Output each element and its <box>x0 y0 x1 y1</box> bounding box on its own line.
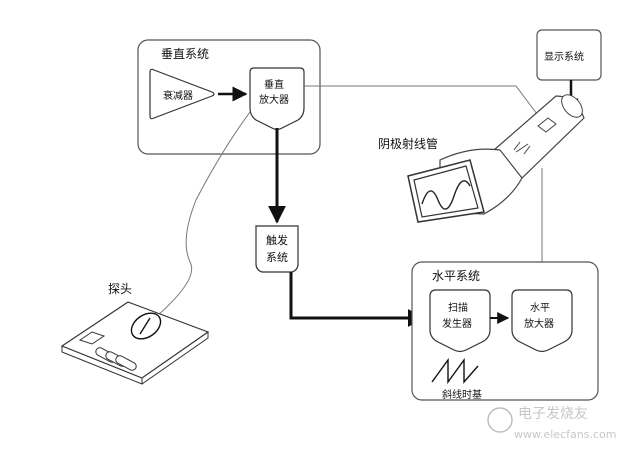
line-vamp-to-crt <box>304 85 541 119</box>
vertical-system: 垂直系统 衰减器 垂直 放大器 <box>137 39 321 155</box>
probe-tip-ring <box>130 312 162 340</box>
crt-screen <box>413 165 479 218</box>
vertical-system-title: 垂直系统 <box>161 47 209 61</box>
horizontal-amplifier-block <box>511 289 573 353</box>
ramp-label: 斜线时基 <box>442 388 482 401</box>
horizontal-deflection-plates <box>513 141 531 155</box>
ramp-waveform <box>431 357 479 385</box>
sweep-generator-block <box>429 289 491 353</box>
probe-cable <box>149 111 251 323</box>
sweep-generator-label-2: 发生器 <box>442 317 472 330</box>
horizontal-amplifier-label-1: 水平 <box>530 302 550 314</box>
board-chip <box>78 331 106 345</box>
probe-label: 探头 <box>108 282 132 296</box>
trigger-system: 触发 系统 <box>255 225 299 273</box>
display-system-frame <box>536 29 602 81</box>
board-component-3 <box>115 355 137 371</box>
trigger-label-2: 系统 <box>266 251 288 264</box>
vertical-amplifier-label-1: 垂直 <box>264 78 284 91</box>
crt-label: 阴极射线管 <box>378 136 438 151</box>
attenuator-label: 衰减器 <box>163 89 193 102</box>
probe-tip <box>139 317 151 335</box>
circuit-board-side <box>141 332 209 385</box>
display-system-label: 显示系统 <box>544 50 584 63</box>
arrow-trigger-to-sweep <box>289 272 426 327</box>
watermark: 电子发烧友 www.elecfans.com <box>487 406 616 441</box>
watermark-cn: 电子发烧友 <box>518 406 588 422</box>
vertical-amplifier-label-2: 放大器 <box>259 93 289 106</box>
horizontal-system-title: 水平系统 <box>432 269 480 283</box>
watermark-logo-icon <box>487 407 513 433</box>
trigger-label-1: 触发 <box>266 233 288 247</box>
crt-waveform <box>421 180 471 210</box>
crt: 阴极射线管 <box>378 94 585 223</box>
trigger-block <box>255 225 299 273</box>
crt-end-cap <box>561 94 583 118</box>
circuit-board-edge <box>61 346 143 385</box>
watermark-url: www.elecfans.com <box>514 428 616 441</box>
sweep-generator-label-1: 扫描 <box>448 301 468 314</box>
attenuator-block <box>149 68 215 120</box>
vertical-amplifier-block <box>249 67 305 131</box>
horizontal-amplifier-label-2: 放大器 <box>524 317 554 330</box>
vertical-deflection-plates <box>537 117 557 133</box>
probe: 探头 <box>60 111 251 385</box>
horizontal-system: 水平系统 扫描 发生器 水平 放大器 斜线时基 <box>411 261 599 401</box>
